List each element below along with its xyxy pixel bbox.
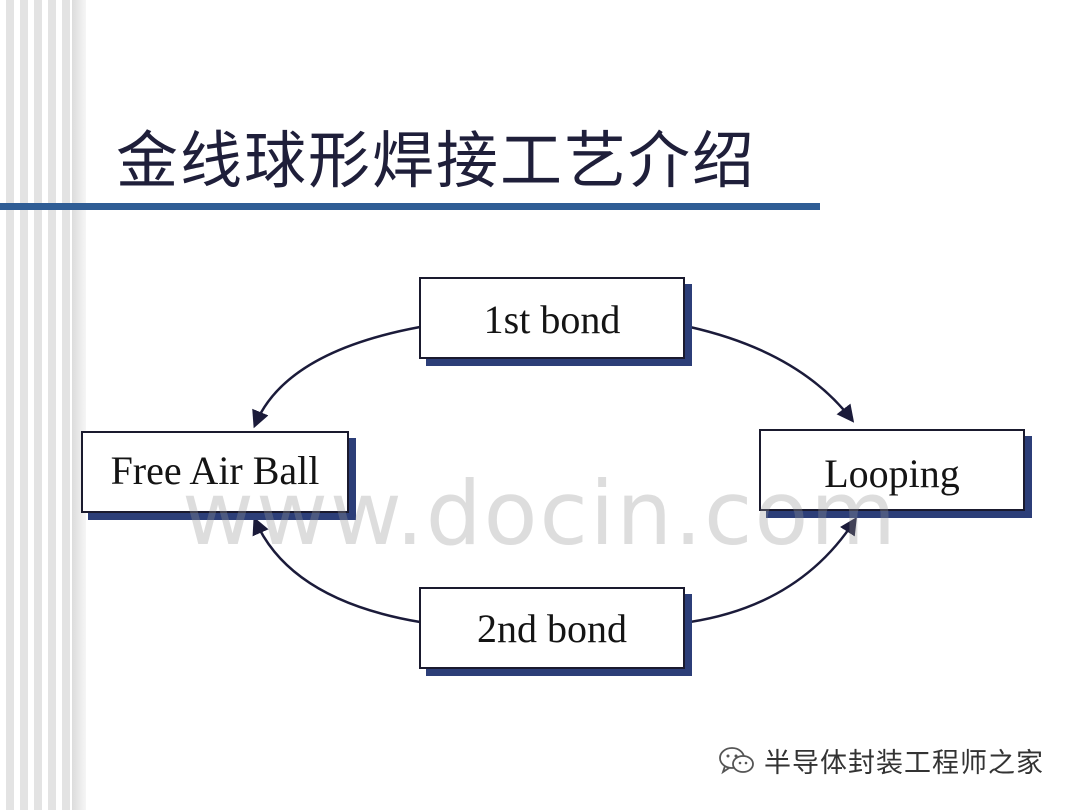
node-first-bond: 1st bond <box>419 277 692 366</box>
node-looping: Looping <box>759 429 1032 518</box>
title-underline <box>0 203 820 210</box>
node-looping-label: Looping <box>824 451 960 496</box>
footer-account: 半导体封装工程师之家 <box>718 741 1044 780</box>
arrow-2nd-to-freeairball <box>252 516 421 624</box>
node-second-bond-label: 2nd bond <box>477 606 627 651</box>
node-free-air-ball: Free Air Ball <box>81 431 356 520</box>
wechat-icon <box>719 746 754 774</box>
arrow-freeairball-to-1st <box>252 325 421 429</box>
node-first-bond-label: 1st bond <box>484 297 621 342</box>
slide-title: 金线球形焊接工艺介绍 <box>116 124 757 197</box>
account-name: 半导体封装工程师之家 <box>764 748 1044 779</box>
decorative-stripes <box>0 0 86 810</box>
node-free-air-ball-label: Free Air Ball <box>111 448 320 493</box>
arrow-looping-to-2nd <box>689 517 857 624</box>
arrow-1st-to-looping <box>689 325 855 423</box>
node-second-bond: 2nd bond <box>419 587 692 676</box>
